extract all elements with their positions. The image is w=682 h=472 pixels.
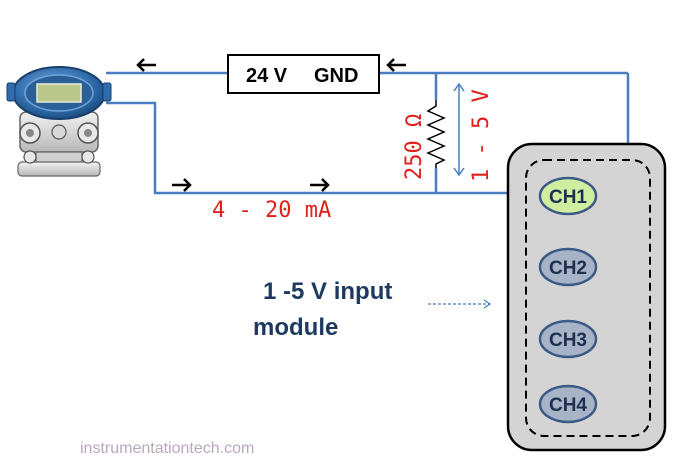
channel-label: CH1 bbox=[549, 187, 587, 208]
watermark-text: instrumentationtech.com bbox=[80, 440, 254, 457]
channel-ch1: CH1 bbox=[538, 176, 598, 216]
power-supply-box: 24 V GND bbox=[227, 54, 380, 94]
resistor-label: 250 Ω bbox=[402, 114, 427, 180]
resistor-icon bbox=[426, 100, 446, 168]
channel-ch4: CH4 bbox=[538, 384, 598, 424]
arrow-left-icon bbox=[386, 58, 406, 72]
channel-label: CH2 bbox=[549, 258, 587, 279]
module-title-line2: module bbox=[253, 314, 338, 341]
channel-ch3: CH3 bbox=[538, 319, 598, 359]
arrow-left-icon bbox=[136, 58, 156, 72]
input-module bbox=[506, 142, 667, 452]
voltage-drop-arrow-icon bbox=[453, 82, 465, 177]
current-loop-label: 4 - 20 mA bbox=[212, 198, 331, 223]
loop-wires bbox=[106, 71, 630, 195]
psu-voltage-label: 24 V bbox=[246, 65, 288, 87]
channel-ch2: CH2 bbox=[538, 247, 598, 287]
channel-label: CH3 bbox=[549, 330, 587, 351]
current-direction-arrows bbox=[136, 58, 406, 192]
pressure-transmitter-icon bbox=[6, 66, 112, 177]
arrow-right-icon bbox=[310, 178, 330, 192]
module-title-line1: 1 -5 V input bbox=[263, 278, 392, 305]
pointer-arrow-icon bbox=[428, 299, 492, 309]
voltage-drop-label: 1 - 5 V bbox=[469, 89, 494, 182]
arrow-right-icon bbox=[172, 178, 192, 192]
channel-label: CH4 bbox=[549, 395, 587, 416]
psu-ground-label: GND bbox=[314, 65, 358, 87]
